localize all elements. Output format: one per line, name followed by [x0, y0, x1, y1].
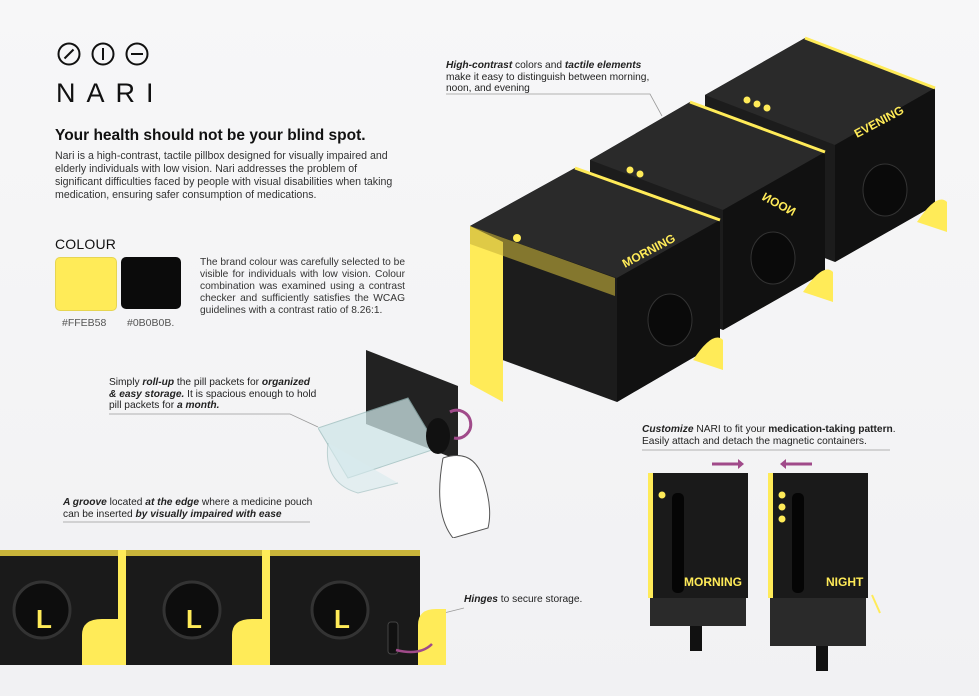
colour-description: The brand colour was carefully selected … — [200, 257, 405, 316]
customize-illustration: MORNING NIGHT — [648, 459, 881, 671]
hero-pillbox-illustration: MORNING NOON EVENING — [470, 36, 947, 402]
callout-contrast: High-contrast colors and tactile element… — [446, 60, 650, 94]
logo-icons — [57, 42, 149, 66]
callout-groove: A groove located at the edge where a med… — [63, 497, 313, 520]
swatch-yellow-label: #FFEB58 — [62, 317, 107, 329]
evening-horizontal-icon — [125, 42, 149, 66]
intro-description: Nari is a high-contrast, tactile pillbox… — [55, 150, 393, 201]
knob-letter-1: L — [36, 604, 52, 634]
callout-customize: Customize NARI to fit your medication-ta… — [642, 424, 896, 447]
callout-rollup: Simply roll-up the pill packets for orga… — [109, 377, 317, 411]
colour-heading: COLOUR — [55, 236, 117, 252]
callout-hinges: Hinges to secure storage. — [464, 594, 583, 605]
morning-slash-icon — [57, 42, 81, 66]
bottom-row-illustration: L L L — [0, 550, 446, 665]
brand-name: NARI — [56, 78, 165, 108]
headline: Your health should not be your blind spo… — [55, 127, 366, 144]
swatch-yellow — [55, 257, 117, 311]
noon-vertical-icon — [91, 42, 115, 66]
rollup-illustration — [318, 350, 491, 538]
swatch-black — [121, 257, 181, 309]
module-label-morning: MORNING — [684, 575, 742, 589]
knob-letter-2: L — [186, 604, 202, 634]
module-label-night: NIGHT — [826, 575, 864, 589]
swatch-black-label: #0B0B0B. — [127, 317, 175, 329]
knob-letter-3: L — [334, 604, 350, 634]
